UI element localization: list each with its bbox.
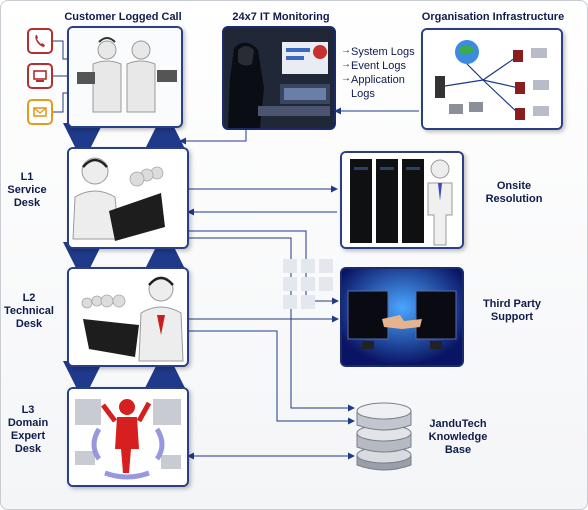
log-list: System Logs Event Logs Application Logs — [341, 44, 415, 101]
customer-call-heading: Customer Logged Call — [64, 11, 182, 23]
database-icon — [353, 399, 415, 475]
log-item-system: System Logs — [341, 44, 415, 59]
infrastructure-image — [421, 28, 563, 130]
tier-arrows — [63, 109, 185, 401]
infrastructure-heading: Organisation Infrastructure — [421, 11, 565, 23]
computer-icon — [27, 63, 53, 89]
watermark-grid — [283, 259, 333, 309]
third-party-image — [340, 267, 464, 367]
log-item-application: Application — [341, 72, 415, 87]
l1-service-desk-image — [67, 147, 189, 249]
log-item-application-cont: Logs — [351, 88, 375, 100]
l3-domain-expert-image — [67, 387, 189, 487]
mail-icon — [27, 99, 53, 125]
monitoring-heading: 24x7 IT Monitoring — [232, 11, 330, 23]
customer-call-image — [67, 26, 183, 128]
monitoring-image — [222, 26, 336, 130]
l2-technical-desk-image — [67, 267, 189, 367]
onsite-image — [340, 151, 464, 249]
log-item-event: Event Logs — [341, 58, 415, 73]
phone-icon — [27, 28, 53, 54]
